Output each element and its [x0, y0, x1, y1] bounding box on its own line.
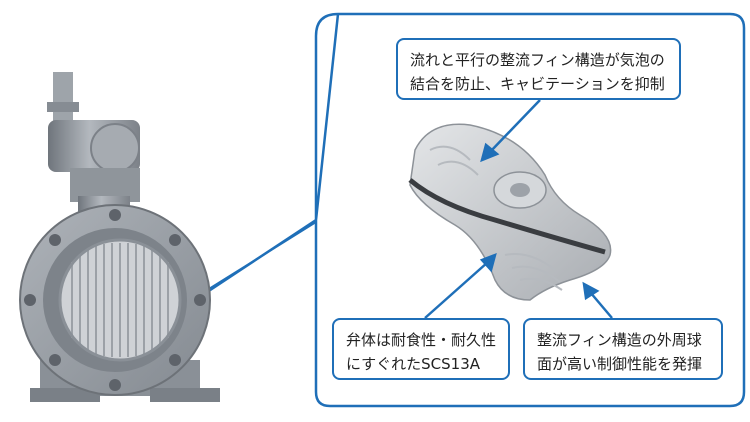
- callout-frame: [179, 12, 746, 408]
- callout-material-line-2: にすぐれたSCS13A: [346, 355, 481, 373]
- callout-material: 弁体は耐食性・耐久性 にすぐれたSCS13A: [332, 318, 510, 380]
- callout-fin-line-2: 結合を防止、キャビテーションを抑制: [410, 75, 665, 93]
- callout-fin-structure: 流れと平行の整流フィン構造が気泡の 結合を防止、キャビテーションを抑制: [396, 38, 681, 100]
- callout-fin-line-1: 流れと平行の整流フィン構造が気泡の: [410, 51, 665, 69]
- arrows: [424, 99, 613, 319]
- callout-control: 整流フィン構造の外周球 面が高い制御性能を発揮: [523, 318, 723, 380]
- valve-disc: [408, 123, 612, 301]
- callout-control-line-2: 面が高い制御性能を発揮: [537, 355, 703, 373]
- callout-control-line-1: 整流フィン構造の外周球: [537, 331, 702, 349]
- butterfly-valve: [19, 72, 220, 402]
- callout-material-line-1: 弁体は耐食性・耐久性: [346, 331, 497, 349]
